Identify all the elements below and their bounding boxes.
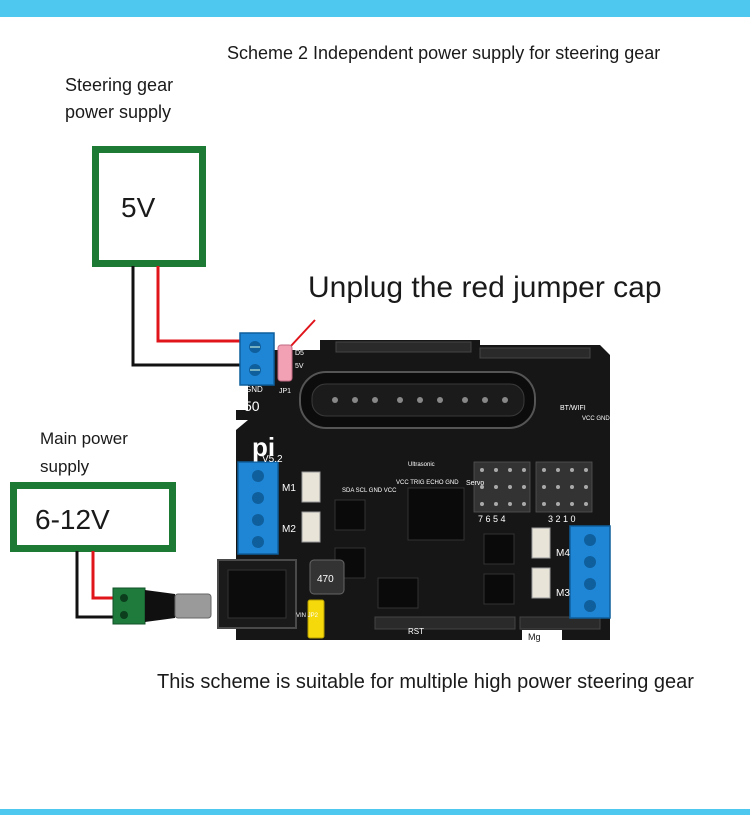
motor-label-m2: M2 bbox=[282, 524, 296, 535]
dc-plug-terminal bbox=[112, 587, 146, 625]
motor-label-m1: M1 bbox=[282, 483, 296, 494]
servo-numbers-right: 3 2 1 0 bbox=[548, 514, 576, 524]
i2c-labels: SDA SCL GND VCC bbox=[342, 488, 397, 494]
servo-numbers: 7 6 5 4 bbox=[478, 514, 506, 524]
terminal-steering bbox=[239, 332, 275, 386]
mg-label-bg bbox=[522, 630, 562, 642]
mcu-chip bbox=[407, 487, 465, 541]
bottom-accent-bar bbox=[0, 809, 750, 815]
unplug-jumper-label: Unplug the red jumper cap bbox=[308, 271, 662, 304]
steering-supply-label: Steering gear power supply bbox=[65, 75, 174, 122]
pin-5v-label: 5V bbox=[295, 363, 304, 370]
motor-driver-chip bbox=[483, 533, 515, 565]
black-wire-main bbox=[75, 551, 120, 619]
board-logo: pi bbox=[252, 432, 275, 462]
mg-label: Mg bbox=[528, 632, 541, 642]
header-strip-top-right bbox=[479, 347, 591, 359]
servo-label: Servo bbox=[466, 480, 484, 487]
black-wire-steering bbox=[131, 266, 252, 367]
main-supply-label: Main power supply bbox=[40, 429, 128, 476]
uart-labels: VCC GND RX TX bbox=[582, 416, 629, 422]
yellow-capacitor bbox=[307, 599, 325, 639]
ic-chip bbox=[377, 577, 419, 609]
dc-plug-body bbox=[145, 590, 175, 622]
rst-label: RST bbox=[408, 627, 424, 636]
inductor bbox=[309, 559, 345, 595]
red-wire-steering bbox=[156, 266, 252, 343]
jumper-cap bbox=[277, 344, 293, 382]
jst-connector bbox=[301, 511, 321, 543]
jumper-pointer-line bbox=[289, 319, 316, 348]
motor-label-m3: M3 bbox=[556, 588, 570, 599]
gnd-label: GND bbox=[245, 385, 263, 394]
red-wire-main bbox=[91, 551, 120, 600]
jp1-label: JP1 bbox=[279, 388, 291, 395]
vin-label: VIN JP2 bbox=[296, 613, 319, 619]
motor-driver-chip bbox=[334, 499, 366, 531]
jst-connector bbox=[531, 527, 551, 559]
scheme-note: This scheme is suitable for multiple hig… bbox=[157, 671, 694, 693]
inductor-value: 470 bbox=[317, 574, 334, 585]
steering-power-supply-box: 5V bbox=[92, 146, 206, 267]
steering-supply-voltage: 5V bbox=[121, 192, 156, 223]
motor-label-m4: M4 bbox=[556, 548, 570, 559]
pin-label-50: 50 bbox=[244, 398, 260, 414]
jst-connector bbox=[301, 471, 321, 503]
motor-driver-chip bbox=[483, 573, 515, 605]
jst-connector bbox=[531, 567, 551, 599]
bt-wifi-label: BT/WIFI bbox=[560, 405, 586, 412]
header-strip-top bbox=[335, 341, 472, 353]
scheme-title: Scheme 2 Independent power supply for st… bbox=[227, 43, 661, 63]
board-version: V5.2 bbox=[262, 454, 283, 465]
header-strip-bottom bbox=[374, 616, 516, 630]
main-supply-voltage: 6-12V bbox=[35, 504, 110, 535]
header-strip-bottom-right bbox=[519, 616, 601, 630]
pin-d5-label: D5 bbox=[295, 350, 304, 357]
ultrasonic-pins: VCC TRIG ECHO GND bbox=[396, 480, 459, 486]
main-power-supply-box: 6-12V bbox=[10, 482, 176, 552]
top-accent-bar bbox=[0, 0, 750, 17]
ultrasonic-label: Ultrasonic bbox=[408, 462, 435, 468]
